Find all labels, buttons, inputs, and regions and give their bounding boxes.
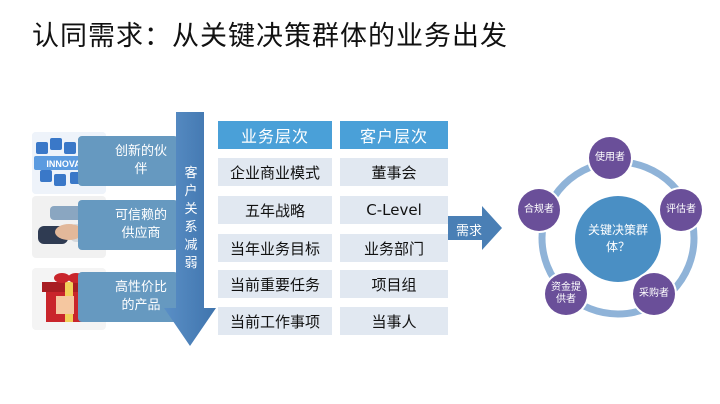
- benefit-supplier: 可信赖的供应商: [78, 200, 178, 250]
- customer-layer-item: 董事会: [340, 158, 448, 186]
- right-arrow: [448, 206, 502, 250]
- down-arrow: [164, 112, 216, 346]
- business-layer-item: 企业商业模式: [218, 158, 332, 186]
- customer-layer-header: 客户层次: [340, 121, 448, 149]
- customer-layer-item: C-Level: [340, 196, 448, 224]
- cycle-node-funder: 资金提供者: [545, 273, 587, 315]
- page-title: 认同需求：从关键决策群体的业务出发: [32, 21, 508, 52]
- cycle-node-evaluator: 评估者: [660, 189, 702, 231]
- cycle-node-label: 资金提供者: [551, 282, 581, 305]
- benefit-product: 高性价比的产品: [78, 272, 178, 322]
- cycle-node-compliance: 合规者: [518, 189, 560, 231]
- customer-layer-item: 当事人: [340, 307, 448, 335]
- cycle-center: 关键决策群体？: [575, 196, 661, 282]
- benefit-label: 可信赖的供应商: [115, 208, 168, 241]
- arrow-label: 客户关系减弱: [184, 166, 198, 271]
- business-layer-item: 当前工作事项: [218, 307, 332, 335]
- svg-text:INNOVATE: INNOVATE: [46, 159, 91, 169]
- benefit-partner: 创新的伙伴: [78, 136, 178, 186]
- cycle-node-user: 使用者: [589, 137, 631, 179]
- customer-layer-item: 项目组: [340, 270, 448, 298]
- cycle-node-buyer: 采购者: [633, 273, 675, 315]
- business-layer-item: 当年业务目标: [218, 234, 332, 262]
- benefit-label: 高性价比的产品: [115, 280, 168, 313]
- cycle-center-label: 关键决策群体？: [587, 223, 648, 254]
- business-layer-item: 五年战略: [218, 196, 332, 224]
- business-layer-header: 业务层次: [218, 121, 332, 149]
- benefit-label: 创新的伙伴: [115, 144, 168, 177]
- customer-layer-item: 业务部门: [340, 234, 448, 262]
- demand-label: 需求: [455, 224, 482, 239]
- business-layer-item: 当前重要任务: [218, 270, 332, 298]
